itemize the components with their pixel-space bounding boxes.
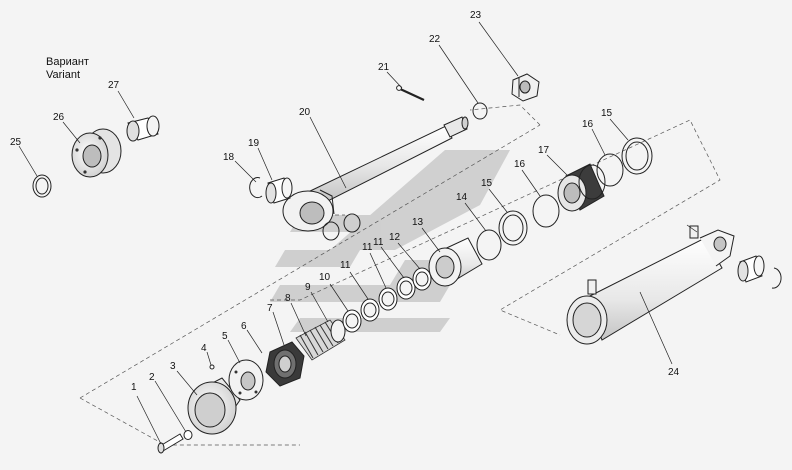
part-6-nut <box>265 341 305 387</box>
part-19-bushing <box>265 177 293 204</box>
callout-4: 4 <box>201 343 207 354</box>
callout-22: 22 <box>429 34 441 45</box>
callout-7: 7 <box>267 303 273 314</box>
part-11-ring-a <box>360 298 380 322</box>
callout-3: 3 <box>170 361 176 372</box>
part-26-variant-eye <box>71 128 122 178</box>
callout-27: 27 <box>108 80 120 91</box>
variant-label-ru: Вариант <box>46 56 89 68</box>
callout-19: 19 <box>248 138 260 149</box>
callout-16a: 16 <box>514 159 526 170</box>
callout-20: 20 <box>299 107 311 118</box>
part-7-8-spring <box>295 319 346 361</box>
part-11-ring-c <box>396 276 416 300</box>
part-4-screw <box>209 364 215 370</box>
callout-21: 21 <box>378 62 390 73</box>
callout-6: 6 <box>241 321 247 332</box>
callout-14: 14 <box>456 192 468 203</box>
part-14-ring <box>476 229 502 261</box>
part-16-ring-a <box>532 194 560 228</box>
part-5-flange <box>228 359 264 401</box>
part-15-seal-a <box>498 210 528 246</box>
callout-10: 10 <box>319 272 331 283</box>
part-11-ring-b <box>378 287 398 311</box>
callout-15b: 15 <box>601 108 613 119</box>
part-15-seal-b <box>621 137 653 175</box>
part-21-pin <box>396 85 425 101</box>
part-23-nut <box>511 73 540 102</box>
callout-24: 24 <box>668 367 680 378</box>
callout-11b: 11 <box>362 242 373 253</box>
part-25-ring <box>32 174 52 198</box>
callout-9: 9 <box>305 282 311 293</box>
part-27-bushing <box>126 115 160 142</box>
part-3-cap <box>187 377 241 435</box>
right-bushing <box>737 255 765 283</box>
part-10-ring <box>342 309 362 333</box>
callout-13: 13 <box>412 217 424 228</box>
callout-11a: 11 <box>340 260 351 271</box>
part-1-bolt <box>157 433 184 454</box>
leader-lines <box>18 21 698 445</box>
callout-23: 23 <box>470 10 482 21</box>
callout-17: 17 <box>538 145 550 156</box>
part-16-ring-b <box>596 153 624 187</box>
part-18-ring <box>249 177 263 199</box>
callout-16b: 16 <box>582 119 594 130</box>
part-2-washer <box>183 430 193 440</box>
part-20-rod <box>282 116 469 232</box>
right-ring <box>771 267 782 289</box>
callout-11c: 11 <box>373 237 384 248</box>
callout-8: 8 <box>285 293 291 304</box>
part-22-ring <box>472 102 488 120</box>
callout-25: 25 <box>10 137 22 148</box>
callout-numbers: 1 2 3 4 5 6 7 8 9 10 11 11 11 12 13 14 1… <box>10 10 680 393</box>
rod-eye-rings <box>322 213 361 241</box>
callout-5: 5 <box>222 331 228 342</box>
callout-2: 2 <box>149 372 155 383</box>
variant-label-en: Variant <box>46 69 80 81</box>
callout-18: 18 <box>223 152 235 163</box>
callout-26: 26 <box>53 112 65 123</box>
part-13-gland <box>428 237 483 287</box>
callout-15a: 15 <box>481 178 493 189</box>
callout-1: 1 <box>131 382 137 393</box>
part-24-cylinder <box>566 225 735 345</box>
part-12-ring <box>412 267 432 291</box>
part-17-piston <box>557 163 606 212</box>
callout-12: 12 <box>389 232 401 243</box>
